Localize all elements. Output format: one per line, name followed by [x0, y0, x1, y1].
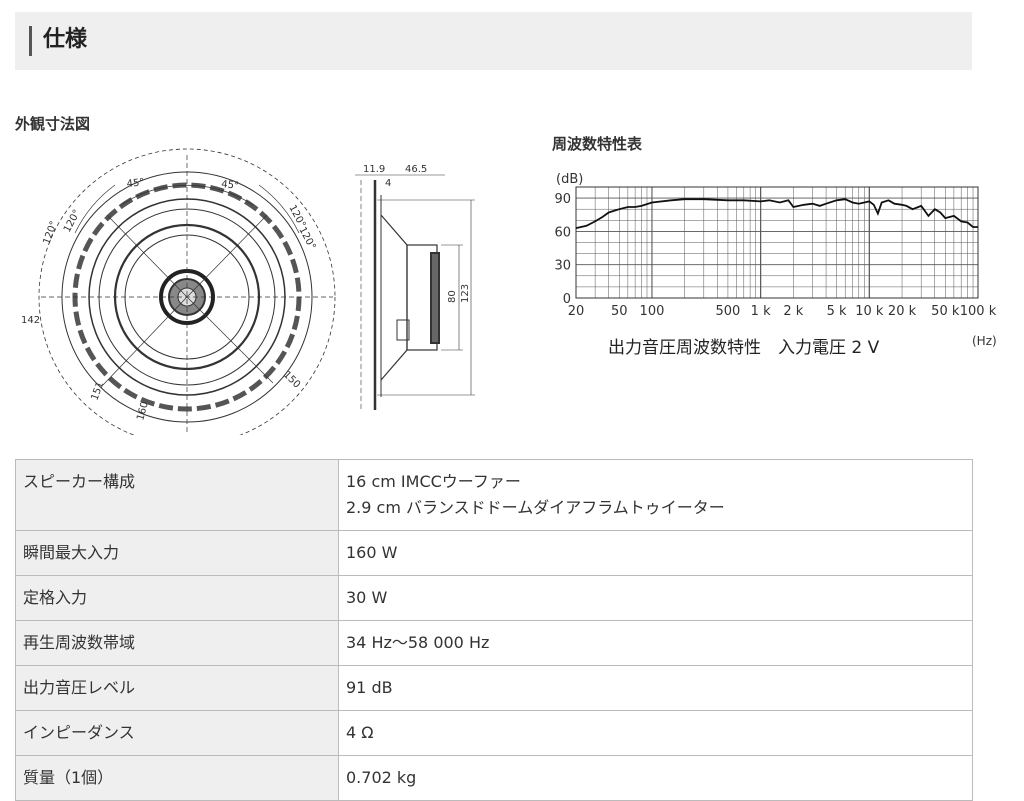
side-label-4: 4 — [385, 178, 391, 189]
chart-grid — [575, 186, 979, 299]
chart-frame — [575, 186, 979, 299]
front-label-45-left: 45° — [126, 177, 145, 190]
x-tick-label: 5 k — [827, 304, 847, 319]
spec-label: 定格入力 — [15, 575, 339, 621]
spec-value: 91 dB — [338, 665, 973, 711]
spec-value-line: 4 Ω — [346, 723, 374, 742]
spec-label: 再生周波数帯域 — [15, 620, 339, 666]
side-label-123: 123 — [460, 284, 471, 303]
spec-row: インピーダンス 4 Ω — [15, 710, 973, 756]
spec-value-line: 91 dB — [346, 678, 393, 697]
spec-row: 質量（1個） 0.702 kg — [15, 755, 973, 801]
x-tick-label: 100 k — [960, 304, 997, 319]
dimension-drawing-heading: 外観寸法図 — [15, 115, 91, 133]
front-label-45-right: 45° — [221, 179, 240, 192]
page-title: 仕様 — [43, 27, 88, 52]
chart-y-unit: (dB) — [556, 172, 583, 187]
spec-value: 30 W — [338, 575, 973, 621]
spec-row: 瞬間最大入力 160 W — [15, 530, 973, 576]
front-label-120-outer-left: 120° — [41, 220, 60, 246]
x-tick-label: 500 — [716, 304, 741, 319]
y-tick-label: 0 — [563, 292, 571, 307]
spec-row: スピーカー構成 16 cm IMCCウーファー 2.9 cm バランスドドームダイア… — [15, 459, 973, 531]
side-label-80: 80 — [447, 290, 458, 303]
x-tick-label: 20 k — [888, 304, 917, 319]
x-tick-label: 10 k — [855, 304, 884, 319]
spec-value-line: 30 W — [346, 588, 388, 607]
chart-series-line — [575, 198, 978, 229]
spec-value-line: 2.9 cm バランスドドームダイアフラムトゥイーター — [346, 498, 725, 517]
spec-row: 再生周波数帯域 34 Hz～58 000 Hz — [15, 620, 973, 666]
y-tick-label: 60 — [554, 225, 571, 240]
x-tick-label: 50 — [611, 304, 628, 319]
spec-table: スピーカー構成 16 cm IMCCウーファー 2.9 cm バランスドドームダイア… — [15, 459, 973, 801]
y-tick-label: 30 — [554, 259, 571, 274]
spec-label: スピーカー構成 — [15, 459, 339, 531]
series-polyline — [575, 198, 978, 229]
side-label-46-5: 46.5 — [405, 164, 427, 175]
x-tick-label: 20 — [568, 304, 585, 319]
spec-value-line: 160 W — [346, 543, 398, 562]
spec-value-line: 34 Hz～58 000 Hz — [346, 633, 490, 652]
spec-label: 出力音圧レベル — [15, 665, 339, 711]
side-label-11-9: 11.9 — [363, 164, 385, 175]
y-tick-label: 90 — [554, 192, 571, 207]
x-tick-label: 1 k — [751, 304, 771, 319]
front-label-150: 150 — [281, 369, 302, 390]
spec-value: 4 Ω — [338, 710, 973, 756]
spec-row: 出力音圧レベル 91 dB — [15, 665, 973, 711]
chart-caption: 出力音圧周波数特性 入力電圧 2 V — [608, 338, 880, 358]
front-label-120-outer-right: 120° — [296, 225, 317, 251]
spec-value-line: 0.702 kg — [346, 768, 417, 787]
x-tick-label: 100 — [640, 304, 665, 319]
front-label-160: 160 — [135, 400, 151, 421]
outer-dashed-circle — [38, 148, 336, 435]
spec-value: 160 W — [338, 530, 973, 576]
spec-label: インピーダンス — [15, 710, 339, 756]
front-label-120-inner-left: 120° — [62, 208, 83, 234]
page-title-bar: 仕様 — [15, 12, 972, 70]
x-tick-label: 50 k — [931, 304, 960, 319]
spec-value: 34 Hz～58 000 Hz — [338, 620, 973, 666]
dimension-drawing: 45° 45° 120° 120° 120° 120° 142 151 160 … — [21, 148, 475, 435]
spec-label: 瞬間最大入力 — [15, 530, 339, 576]
spec-value-line: 16 cm IMCCウーファー — [346, 472, 521, 491]
front-label-151: 151 — [89, 380, 106, 402]
spec-label: 質量（1個） — [15, 755, 339, 801]
spec-value: 0.702 kg — [338, 755, 973, 801]
spec-value: 16 cm IMCCウーファー 2.9 cm バランスドドームダイアフラムトゥイー… — [338, 459, 973, 531]
front-label-142: 142 — [21, 315, 40, 326]
title-accent-bar — [29, 26, 32, 56]
x-tick-label: 2 k — [783, 304, 803, 319]
frequency-chart-heading: 周波数特性表 — [552, 135, 643, 153]
spec-row: 定格入力 30 W — [15, 575, 973, 621]
chart-x-unit: (Hz) — [972, 334, 997, 348]
